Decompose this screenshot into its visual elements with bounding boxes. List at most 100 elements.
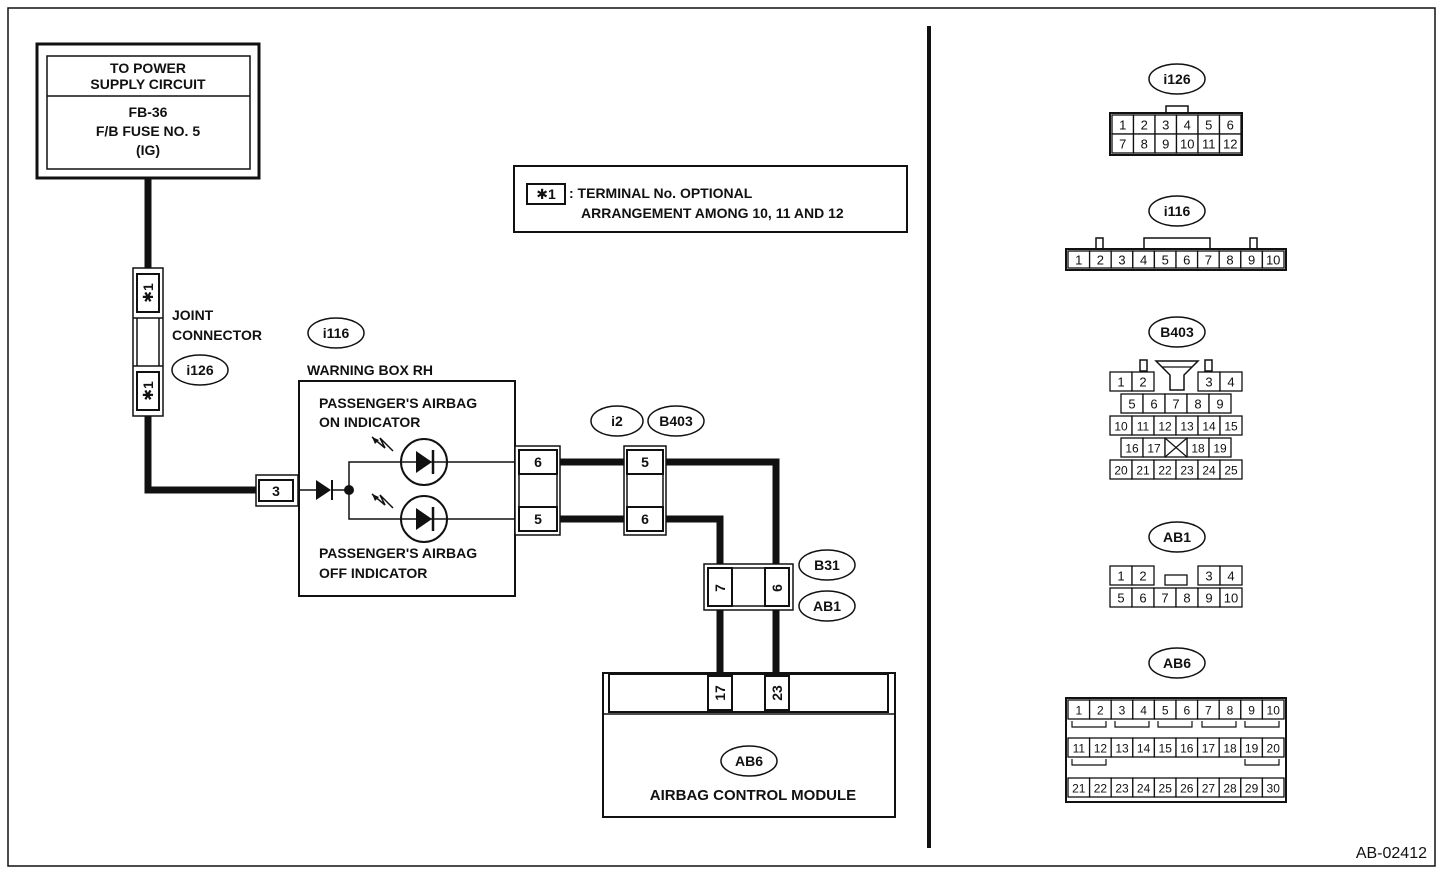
pin-number: 9 [1162,137,1169,152]
pin-cell [1261,737,1285,758]
pin-number: 30 [1267,782,1281,796]
i2-terminal-6: 6 [641,511,649,527]
joint-connector-label2: CONNECTOR [172,327,262,343]
ignition-label: (IG) [136,142,160,158]
figure-id: AB-02412 [1356,845,1427,862]
warning-box-terminal-3: 3 [272,483,280,499]
pin-cell [1219,415,1243,436]
view-i126-code: i126 [1163,71,1190,87]
pin-number: 28 [1223,782,1237,796]
pin-number: 16 [1125,442,1139,456]
pin-number: 10 [1266,253,1280,268]
pin-number: 6 [1139,591,1146,606]
pin-number: 12 [1223,137,1237,152]
pin-cell [1131,371,1155,392]
warning-box: i116 WARNING BOX RH 3 [255,317,561,597]
pin-number: 8 [1194,397,1201,412]
view-ab1-code: AB1 [1163,529,1191,545]
pin-number: 2 [1139,569,1146,584]
pin-number: 4 [1227,569,1234,584]
pin-number: 3 [1162,118,1169,133]
wires [144,178,780,676]
view-i116-code: i116 [1164,203,1191,219]
module-code: AB6 [735,753,763,769]
on-indicator-label2: ON INDICATOR [319,414,420,430]
pin-number: 29 [1245,782,1259,796]
pin-number: 10 [1180,137,1194,152]
pin-number: 5 [1162,704,1169,718]
pin-number: 11 [1137,420,1150,434]
joint-connector-code: i126 [186,362,213,378]
on-indicator-label1: PASSENGER'S AIRBAG [319,395,477,411]
pin-number: 12 [1158,420,1172,434]
pin-number: 17 [1202,742,1216,756]
warning-box-code: i116 [323,325,350,341]
pin-number: 20 [1114,464,1128,478]
pin-number: 1 [1117,375,1124,390]
b31-terminal-6: 6 [769,584,785,592]
wire-i2-6-to-b31-7 [666,515,724,568]
pin-number: 5 [1128,397,1135,412]
latch-bracket [1114,721,1150,728]
pin-cell [1218,133,1242,154]
blank-cavity-cross [1164,437,1188,458]
pin-cell [1208,437,1232,458]
note-line2: ARRANGEMENT AMONG 10, 11 AND 12 [581,205,844,221]
latch-bracket [1157,721,1193,728]
power-supply-line2: SUPPLY CIRCUIT [90,76,206,92]
pin-number: 1 [1119,118,1126,133]
on-indicator-led-icon [371,436,448,486]
power-supply-box: TO POWER SUPPLY CIRCUIT FB-36 F/B FUSE N… [35,42,261,180]
pin-number: 13 [1180,420,1194,434]
connector-b31-code: B31 [814,557,840,573]
pin-number: 10 [1224,591,1238,606]
view-ab6-code: AB6 [1163,655,1191,671]
latch-bracket [1244,721,1280,728]
pin-number: 16 [1180,742,1194,756]
module-pin-17: 17 [712,685,728,701]
pin-number: 3 [1118,253,1125,268]
pin-number: 19 [1213,442,1227,456]
pin-number: 24 [1137,782,1151,796]
pin-number: 1 [1075,253,1082,268]
view-b403-code: B403 [1160,324,1194,340]
note-box: ✱1 : TERMINAL No. OPTIONAL ARRANGEMENT A… [513,165,908,233]
pin-number: 2 [1139,375,1146,390]
joint-connector-label1: JOINT [172,307,214,323]
airbag-control-module: 17 23 AB6 AIRBAG CONTROL MODULE [602,672,896,818]
warning-box-terminal-6: 6 [534,454,542,470]
pin-number: 3 [1205,375,1212,390]
pin-number: 7 [1205,704,1212,718]
pin-number: 11 [1202,137,1216,152]
pin-number: 25 [1224,464,1238,478]
pin-number: 10 [1267,704,1281,718]
pin-number: 14 [1202,420,1216,434]
off-indicator-label2: OFF INDICATOR [319,565,427,581]
pin-number: 8 [1141,137,1148,152]
warning-box-title: WARNING BOX RH [307,362,433,378]
pin-number: 15 [1224,420,1238,434]
pin-number: 9 [1248,253,1255,268]
pin-number: 20 [1267,742,1281,756]
fuse-number: F/B FUSE NO. 5 [96,123,200,139]
pin-number: 8 [1183,591,1190,606]
pin-number: 3 [1119,704,1126,718]
connector-ab1-code: AB1 [813,598,841,614]
note-line1: : TERMINAL No. OPTIONAL [569,185,753,201]
diagram-frame [7,7,1436,867]
i2-terminal-5: 5 [641,454,649,470]
pin-number: 6 [1183,253,1190,268]
pin-number: 5 [1205,118,1212,133]
input-diode-icon [316,480,331,500]
pin-number: 5 [1117,591,1124,606]
pin-number: 12 [1094,742,1108,756]
pin-cell [1208,393,1232,414]
pin-number: 6 [1183,704,1190,718]
pin-number: 4 [1227,375,1234,390]
latch-bracket [1201,721,1237,728]
module-title: AIRBAG CONTROL MODULE [650,787,856,804]
